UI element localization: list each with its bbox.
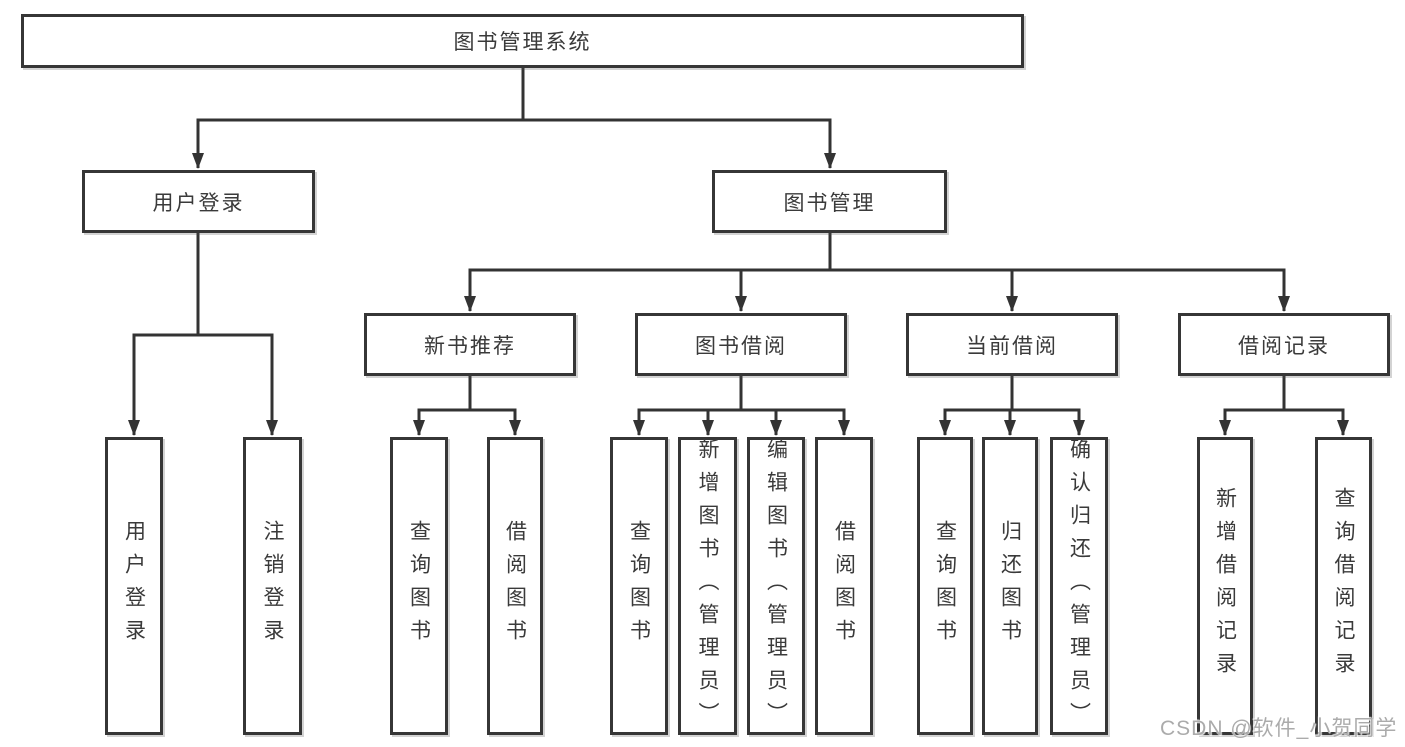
leaf-br-add-record: 新增借阅记录 [1197, 437, 1253, 735]
leaf-nb-query-books: 查询图书 [390, 437, 448, 735]
node-user-login: 用户登录 [82, 170, 315, 233]
node-label: 新增图书（管理员） [696, 437, 720, 735]
node-label: 用户登录 [122, 520, 146, 652]
node-label: 当前借阅 [966, 334, 1058, 358]
node-label: 新增借阅记录 [1213, 487, 1237, 685]
leaf-br-query-record: 查询借阅记录 [1315, 437, 1372, 735]
node-label: 注销登录 [261, 520, 285, 652]
node-label: 图书管理系统 [453, 31, 592, 54]
node-book-management: 图书管理 [712, 170, 947, 233]
leaf-bb-edit-books: 编辑图书（管理员） [747, 437, 805, 735]
node-label: 确认归还（管理员） [1067, 437, 1091, 735]
leaf-nb-borrow-books: 借阅图书 [487, 437, 543, 735]
node-label: 借阅图书 [503, 520, 527, 652]
node-borrowing-records: 借阅记录 [1178, 313, 1390, 376]
leaf-bb-add-books: 新增图书（管理员） [678, 437, 737, 735]
node-label: 新书推荐 [424, 334, 516, 358]
node-label: 借阅图书 [832, 520, 856, 652]
node-label: 图书管理 [783, 191, 876, 215]
node-current-borrowing: 当前借阅 [906, 313, 1118, 376]
leaf-logout: 注销登录 [243, 437, 302, 735]
leaf-bb-query-books: 查询图书 [610, 437, 668, 735]
node-label: 图书借阅 [695, 334, 787, 358]
leaf-bb-borrow-books: 借阅图书 [815, 437, 873, 735]
leaf-cb-confirm-return: 确认归还（管理员） [1050, 437, 1108, 735]
node-label: 查询图书 [933, 520, 957, 652]
node-label: 借阅记录 [1238, 334, 1330, 358]
leaf-cb-query-books: 查询图书 [917, 437, 973, 735]
node-label: 归还图书 [998, 520, 1022, 652]
node-label: 查询图书 [407, 520, 431, 652]
node-book-borrowing: 图书借阅 [635, 313, 847, 376]
node-new-book-recommend: 新书推荐 [364, 313, 576, 376]
leaf-cb-return-books: 归还图书 [982, 437, 1038, 735]
bus-lines [132, 68, 1345, 412]
arrow-lines [128, 120, 1349, 436]
watermark: CSDN @软件_小贺同学 [1160, 717, 1398, 740]
leaf-user-login: 用户登录 [105, 437, 163, 735]
node-label: 编辑图书（管理员） [764, 437, 788, 735]
node-label: 查询借阅记录 [1332, 487, 1356, 685]
node-label: 用户登录 [152, 191, 245, 215]
node-library-system: 图书管理系统 [21, 14, 1024, 68]
node-label: 查询图书 [627, 520, 651, 652]
